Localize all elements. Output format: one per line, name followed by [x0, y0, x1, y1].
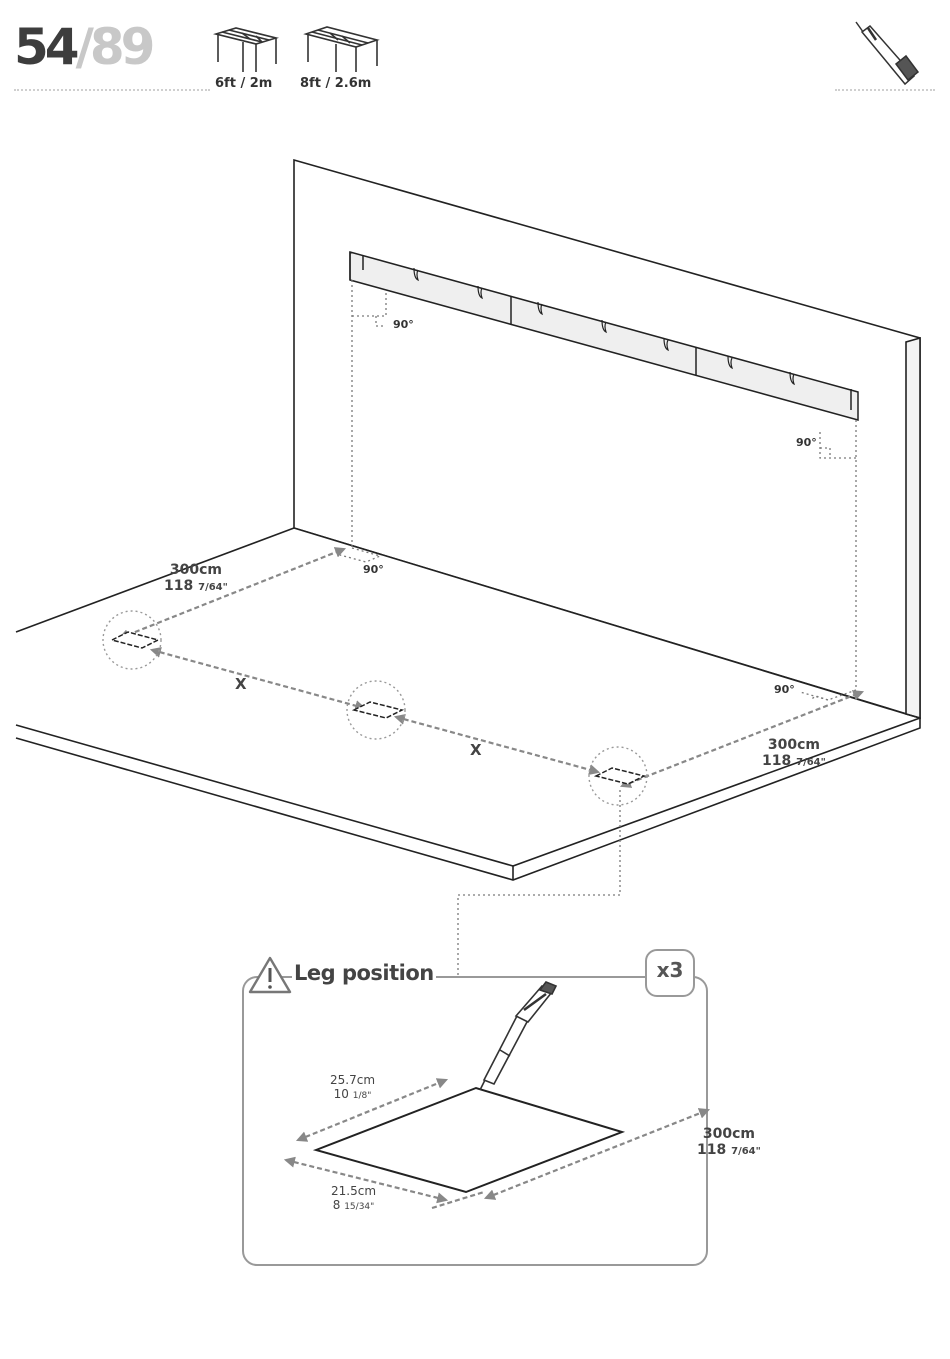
detail-distance-imperial-whole: 118 [697, 1142, 726, 1158]
spacing-label-2: X [470, 741, 482, 759]
detail-distance-dimension: 300cm 118 7/64" [697, 1126, 761, 1158]
detail-title: Leg position [292, 961, 436, 985]
dimension-left-metric: 300cm [164, 562, 228, 578]
dimension-right-imperial-whole: 118 [762, 753, 791, 769]
angle-label-bracket-left: 90° [393, 318, 414, 331]
dimension-left: 300cm 118 7/64" [164, 562, 228, 594]
leg-footprint [316, 1088, 622, 1192]
spacing-label-1: X [235, 675, 247, 693]
detail-depth-imperial-whole: 8 [333, 1198, 341, 1212]
warning-triangle-icon [250, 958, 290, 992]
detail-width-dimension: 25.7cm 10 1/8" [330, 1074, 375, 1102]
dimension-right-imperial-frac: 7/64" [796, 757, 826, 768]
detail-depth-metric: 21.5cm [331, 1185, 376, 1199]
detail-marker-pen-icon [480, 982, 556, 1090]
detail-depth-imperial-frac: 15/34" [344, 1202, 374, 1212]
detail-distance-metric: 300cm [697, 1126, 761, 1142]
detail-depth-dimension: 21.5cm 8 15/34" [331, 1185, 376, 1213]
dimension-left-imperial-whole: 118 [164, 578, 193, 594]
detail-width-imperial-whole: 10 [334, 1087, 349, 1101]
dimension-left-imperial-frac: 7/64" [198, 582, 228, 593]
marker-pen-icon [856, 22, 918, 84]
pergola-8ft-icon [306, 27, 377, 72]
dimension-right-metric: 300cm [762, 737, 826, 753]
pergola-6ft-icon [216, 28, 276, 72]
angle-label-floor-left: 90° [363, 563, 384, 576]
detail-width-imperial-frac: 1/8" [353, 1091, 372, 1101]
detail-width-metric: 25.7cm [330, 1074, 375, 1088]
detail-distance-imperial-frac: 7/64" [731, 1146, 761, 1157]
angle-label-floor-right: 90° [774, 683, 795, 696]
angle-label-bracket-right: 90° [796, 436, 817, 449]
quantity-label: x3 [646, 958, 694, 982]
dimension-right: 300cm 118 7/64" [762, 737, 826, 769]
